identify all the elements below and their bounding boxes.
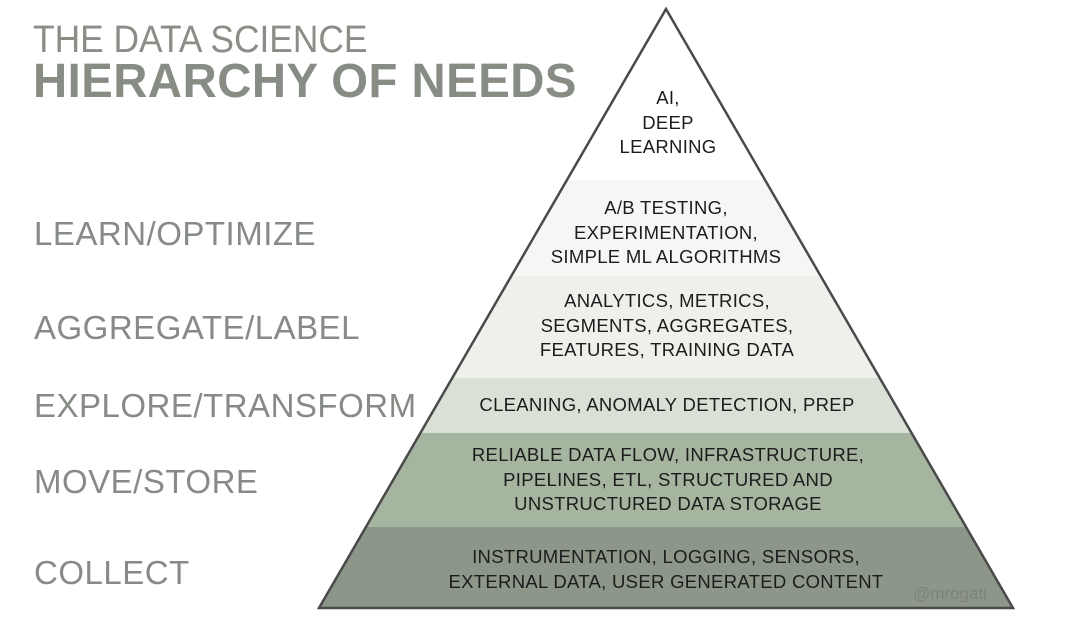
tier-text-ai: AI, DEEP LEARNING bbox=[620, 86, 717, 160]
stage-label-learn-optimize: LEARN/OPTIMIZE bbox=[34, 215, 317, 252]
tier-text-line: FEATURES, TRAINING DATA bbox=[539, 339, 795, 360]
tier-text-line: AI, bbox=[656, 87, 680, 108]
tier-text-line: SIMPLE ML ALGORITHMS bbox=[550, 246, 782, 267]
tier-text-line: CLEANING, ANOMALY DETECTION, PREP bbox=[479, 394, 855, 415]
tier-text-analytics: ANALYTICS, METRICS, SEGMENTS, AGGREGATES… bbox=[540, 289, 794, 363]
tier-text-line: SEGMENTS, AGGREGATES, bbox=[540, 314, 794, 336]
tier-text-line: RELIABLE DATA FLOW, INFRASTRUCTURE, bbox=[471, 444, 865, 465]
pyramid-outline bbox=[316, 6, 1016, 610]
tier-text-line: EXTERNAL DATA, USER GENERATED CONTENT bbox=[448, 570, 884, 592]
tier-collect bbox=[319, 527, 1013, 608]
tier-text-line: EXPERIMENTATION, bbox=[573, 221, 758, 243]
tier-reliable-data-flow bbox=[319, 433, 1013, 527]
tier-text-collect: INSTRUMENTATION, LOGGING, SENSORS, EXTER… bbox=[449, 545, 884, 594]
tier-text-line: UNSTRUCTURED DATA STORAGE bbox=[514, 493, 822, 514]
tier-text-ab-testing: A/B TESTING, EXPERIMENTATION, SIMPLE ML … bbox=[551, 196, 781, 270]
tier-text-reliable-data-flow: RELIABLE DATA FLOW, INFRASTRUCTURE, PIPE… bbox=[472, 443, 864, 517]
stage-label-aggregate-label: AGGREGATE/LABEL bbox=[34, 309, 360, 346]
title-line-1: THE DATA SCIENCE bbox=[33, 19, 368, 61]
stage-label-collect: COLLECT bbox=[34, 554, 190, 591]
title-line-2: HIERARCHY OF NEEDS bbox=[33, 55, 577, 108]
stage-label-move-store: MOVE/STORE bbox=[34, 463, 259, 500]
tier-text-line: DEEP bbox=[642, 111, 694, 133]
tier-text-line: A/B TESTING, bbox=[604, 197, 728, 218]
tier-text-line: ANALYTICS, METRICS, bbox=[564, 290, 770, 311]
tier-text-line: PIPELINES, ETL, STRUCTURED AND bbox=[503, 468, 833, 490]
watermark: @mrogati bbox=[913, 584, 987, 603]
stage-label-explore-transform: EXPLORE/TRANSFORM bbox=[34, 387, 417, 424]
tier-text-line: LEARNING bbox=[619, 136, 717, 157]
tier-text-line: INSTRUMENTATION, LOGGING, SENSORS, bbox=[472, 546, 860, 567]
tier-text-cleaning: CLEANING, ANOMALY DETECTION, PREP bbox=[479, 393, 854, 418]
